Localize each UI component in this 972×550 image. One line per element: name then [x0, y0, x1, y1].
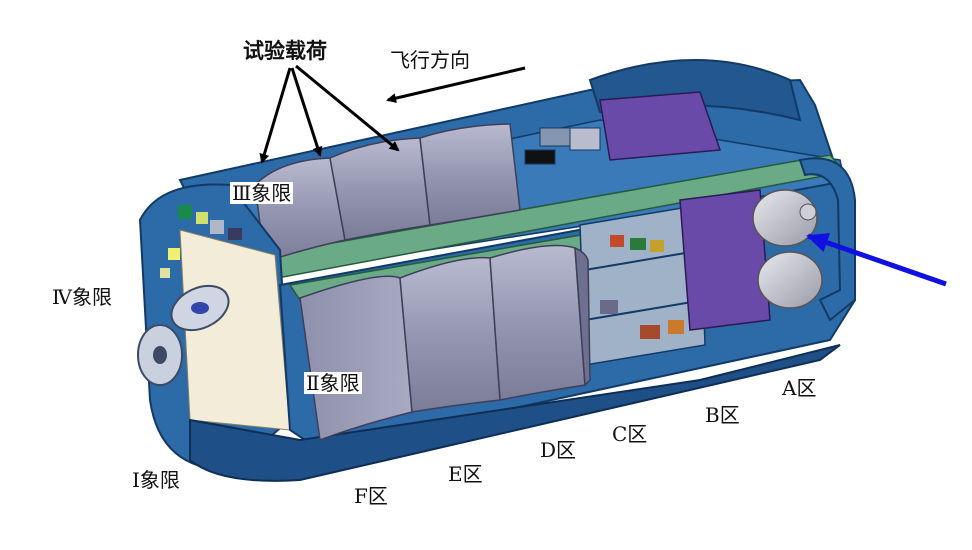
front-bulkhead	[137, 183, 292, 472]
tanks	[752, 189, 823, 309]
zone-b-label: B区	[705, 403, 740, 427]
rear-ring	[798, 157, 856, 322]
quadrant-4-label: Ⅳ象限	[52, 285, 112, 309]
indicator-arrow	[806, 233, 947, 287]
purple-compartment	[679, 189, 771, 331]
zone-f-label: F区	[354, 484, 388, 508]
quadrant-1-label: Ⅰ象限	[132, 468, 180, 492]
payload-arrows	[259, 64, 400, 164]
zone-d-label: D区	[540, 438, 577, 462]
equipment-racks	[579, 204, 706, 366]
zone-c-label: C区	[612, 422, 648, 446]
zone-a-label: A区	[782, 376, 817, 400]
quadrant-2-label: Ⅱ象限	[304, 371, 362, 395]
flight-direction-arrow	[386, 66, 526, 104]
quadrant-3-label: Ⅲ象限	[230, 181, 294, 205]
zone-e-label: E区	[448, 462, 483, 486]
lower-payload-drums	[299, 244, 591, 442]
payload-label: 试验载荷	[243, 38, 327, 63]
flight-direction-label: 飞行方向	[390, 48, 470, 72]
